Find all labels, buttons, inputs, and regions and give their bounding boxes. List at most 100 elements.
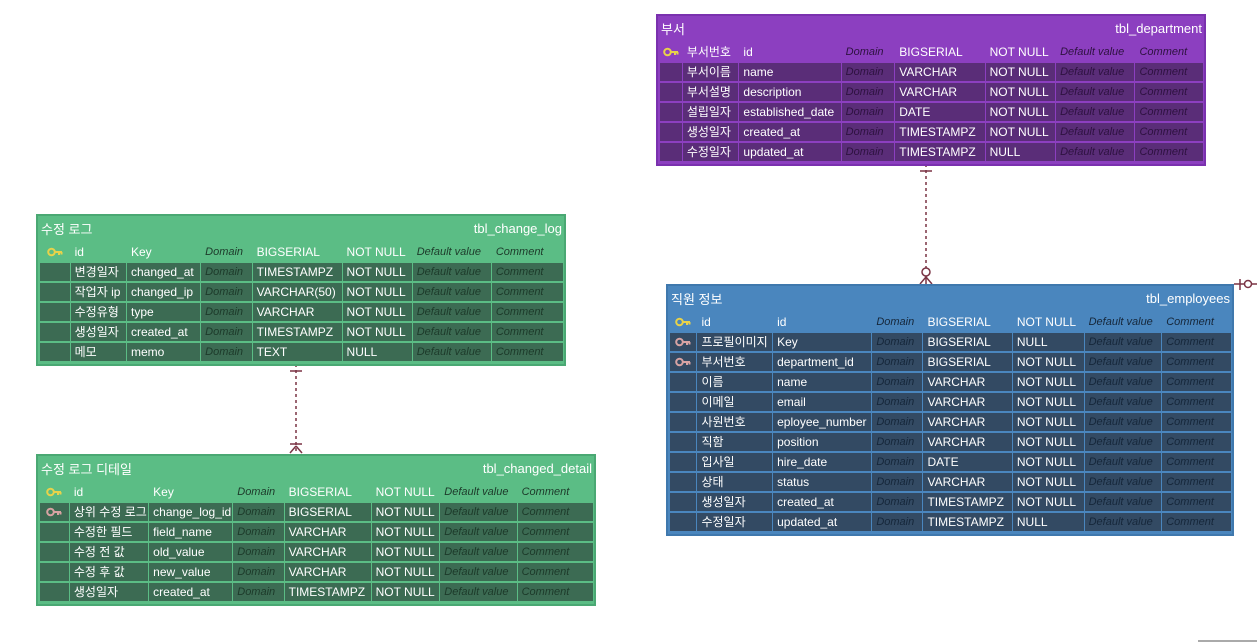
cell-ko[interactable]: 부서번호 xyxy=(697,353,773,371)
cell-def[interactable]: Default value xyxy=(440,503,517,521)
cell-col[interactable]: old_value xyxy=(149,543,233,561)
cell-ko[interactable]: 수정 후 값 xyxy=(69,563,149,581)
cell-def[interactable]: Default value xyxy=(1056,123,1135,141)
cell-comment[interactable]: Comment xyxy=(517,563,593,581)
cell-null[interactable]: NOT NULL xyxy=(1012,313,1084,331)
cell-col[interactable]: updated_at xyxy=(773,513,872,531)
cell-comment[interactable]: Comment xyxy=(517,523,593,541)
cell-ko[interactable]: 설립일자 xyxy=(682,103,739,121)
cell-def[interactable]: Default value xyxy=(1084,413,1162,431)
cell-def[interactable]: Default value xyxy=(1084,393,1162,411)
cell-def[interactable]: Default value xyxy=(1056,103,1135,121)
cell-def[interactable]: Default value xyxy=(1056,83,1135,101)
cell-domain[interactable]: Domain xyxy=(872,373,923,391)
cell-type[interactable]: VARCHAR xyxy=(252,303,342,321)
cell-comment[interactable]: Comment xyxy=(1162,393,1231,411)
cell-col[interactable]: created_at xyxy=(773,493,872,511)
cell-type[interactable]: BIGSERIAL xyxy=(895,43,985,61)
cell-def[interactable]: Default value xyxy=(1084,353,1162,371)
cell-def[interactable]: Default value xyxy=(412,283,491,301)
cell-domain[interactable]: Domain xyxy=(233,503,284,521)
cell-type[interactable]: BIGSERIAL xyxy=(284,483,371,501)
cell-col[interactable]: position xyxy=(773,433,872,451)
cell-type[interactable]: DATE xyxy=(895,103,985,121)
cell-col[interactable]: name xyxy=(773,373,872,391)
cell-domain[interactable]: Domain xyxy=(841,143,895,161)
cell-ko[interactable]: 이메일 xyxy=(697,393,773,411)
cell-null[interactable]: NOT NULL xyxy=(342,263,412,281)
cell-def[interactable]: Default value xyxy=(1084,493,1162,511)
cell-def[interactable]: Default value xyxy=(440,583,517,601)
cell-domain[interactable]: Domain xyxy=(872,473,923,491)
cell-domain[interactable]: Domain xyxy=(201,263,252,281)
cell-ko[interactable]: id xyxy=(70,243,126,261)
cell-domain[interactable]: Domain xyxy=(201,243,252,261)
cell-domain[interactable]: Domain xyxy=(872,353,923,371)
cell-col[interactable]: id xyxy=(739,43,841,61)
cell-col[interactable]: change_log_id xyxy=(149,503,233,521)
cell-col[interactable]: status xyxy=(773,473,872,491)
cell-null[interactable]: NOT NULL xyxy=(342,303,412,321)
cell-type[interactable]: DATE xyxy=(923,453,1012,471)
cell-null[interactable]: NOT NULL xyxy=(985,43,1056,61)
cell-def[interactable]: Default value xyxy=(412,303,491,321)
cell-comment[interactable]: Comment xyxy=(1162,493,1231,511)
cell-def[interactable]: Default value xyxy=(1084,473,1162,491)
cell-domain[interactable]: Domain xyxy=(201,323,252,341)
cell-domain[interactable]: Domain xyxy=(872,313,923,331)
cell-null[interactable]: NULL xyxy=(985,143,1056,161)
cell-type[interactable]: VARCHAR xyxy=(284,563,371,581)
cell-comment[interactable]: Comment xyxy=(1135,143,1203,161)
cell-null[interactable]: NOT NULL xyxy=(1012,373,1084,391)
cell-domain[interactable]: Domain xyxy=(841,83,895,101)
cell-domain[interactable]: Domain xyxy=(872,493,923,511)
cell-domain[interactable]: Domain xyxy=(233,583,284,601)
cell-type[interactable]: BIGSERIAL xyxy=(284,503,371,521)
cell-ko[interactable]: 수정한 필드 xyxy=(69,523,149,541)
cell-col[interactable]: changed_ip xyxy=(126,283,201,301)
cell-null[interactable]: NOT NULL xyxy=(371,583,440,601)
cell-col[interactable]: field_name xyxy=(149,523,233,541)
cell-ko[interactable]: id xyxy=(697,313,773,331)
cell-ko[interactable]: 변경일자 xyxy=(70,263,126,281)
cell-type[interactable]: VARCHAR(50) xyxy=(252,283,342,301)
cell-null[interactable]: NOT NULL xyxy=(1012,473,1084,491)
cell-type[interactable]: TIMESTAMPZ xyxy=(895,123,985,141)
cell-def[interactable]: Default value xyxy=(412,243,491,261)
cell-ko[interactable]: 메모 xyxy=(70,343,126,361)
cell-def[interactable]: Default value xyxy=(440,523,517,541)
cell-type[interactable]: TIMESTAMPZ xyxy=(895,143,985,161)
cell-comment[interactable]: Comment xyxy=(1162,433,1231,451)
cell-domain[interactable]: Domain xyxy=(841,63,895,81)
cell-comment[interactable]: Comment xyxy=(491,343,563,361)
cell-type[interactable]: VARCHAR xyxy=(284,543,371,561)
cell-ko[interactable]: 작업자 ip xyxy=(70,283,126,301)
cell-comment[interactable]: Comment xyxy=(1162,453,1231,471)
cell-ko[interactable]: 부서이름 xyxy=(682,63,739,81)
cell-ko[interactable]: 이름 xyxy=(697,373,773,391)
cell-comment[interactable]: Comment xyxy=(491,323,563,341)
cell-domain[interactable]: Domain xyxy=(872,333,923,351)
cell-null[interactable]: NULL xyxy=(342,343,412,361)
cell-type[interactable]: TIMESTAMPZ xyxy=(252,263,342,281)
cell-type[interactable]: VARCHAR xyxy=(284,523,371,541)
cell-def[interactable]: Default value xyxy=(1084,333,1162,351)
cell-def[interactable]: Default value xyxy=(1084,433,1162,451)
cell-type[interactable]: BIGSERIAL xyxy=(923,353,1012,371)
cell-domain[interactable]: Domain xyxy=(233,483,284,501)
relation-department-employees[interactable] xyxy=(919,164,933,285)
cell-type[interactable]: BIGSERIAL xyxy=(923,333,1012,351)
